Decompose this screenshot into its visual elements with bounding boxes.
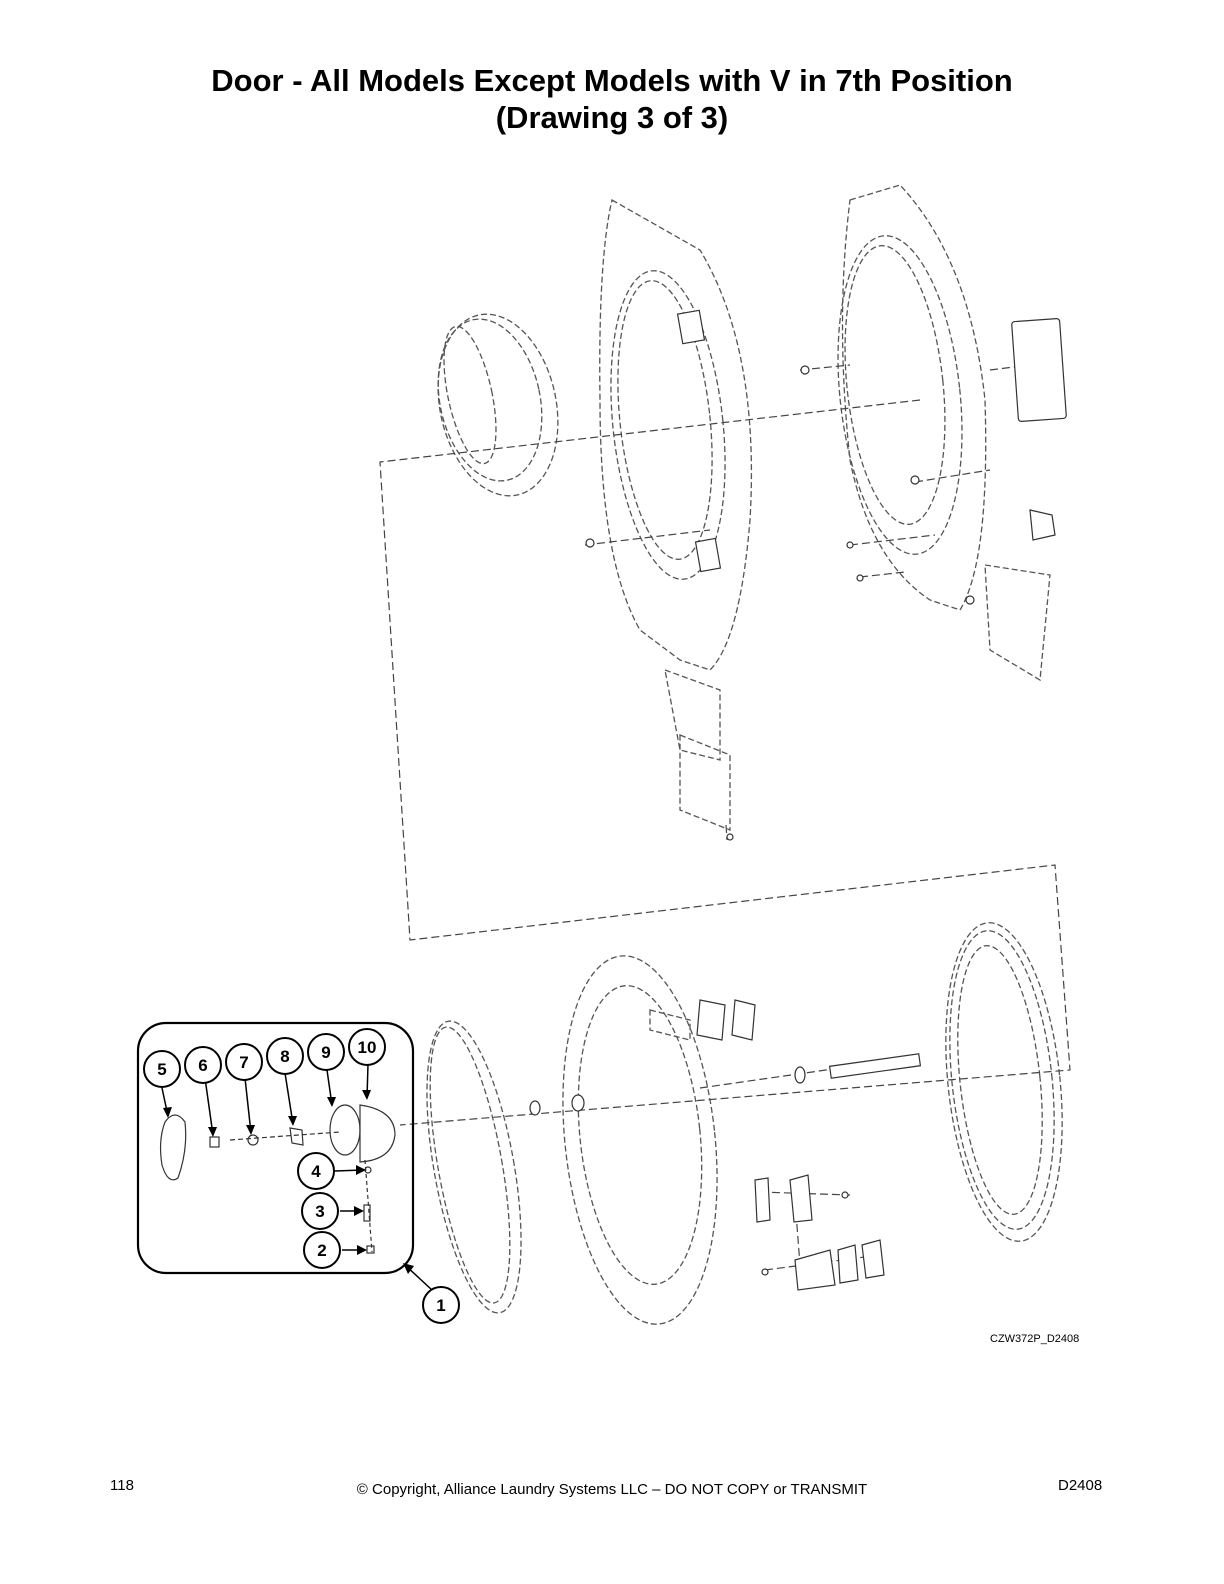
svg-text:3: 3 — [315, 1202, 324, 1221]
callout-6: 6 — [184, 1046, 222, 1084]
callout-5: 5 — [143, 1050, 181, 1088]
callout-1: 1 — [422, 1286, 460, 1324]
page-title: Door - All Models Except Models with V i… — [211, 63, 1013, 98]
callout-9: 9 — [307, 1033, 345, 1071]
svg-text:8: 8 — [280, 1047, 289, 1066]
detail-parts — [159, 1104, 396, 1254]
copyright-notice: © Copyright, Alliance Laundry Systems LL… — [356, 1481, 868, 1498]
callout-3: 3 — [301, 1192, 339, 1230]
assembly-lines — [379, 364, 1071, 1271]
door-outer-frame-part — [562, 955, 718, 1325]
svg-text:5: 5 — [157, 1060, 166, 1079]
callout-2: 2 — [303, 1231, 341, 1269]
document-id: D2408 — [1058, 1477, 1103, 1494]
detail-box — [136, 1021, 415, 1275]
callout-10: 10 — [348, 1028, 386, 1066]
svg-text:2: 2 — [317, 1241, 326, 1260]
inner-ring-part — [437, 313, 559, 497]
door-glass-ring-part — [945, 922, 1063, 1242]
svg-text:9: 9 — [321, 1043, 330, 1062]
page-subtitle: (Drawing 3 of 3) — [495, 100, 729, 135]
svg-text:7: 7 — [239, 1053, 248, 1072]
callout-7: 7 — [225, 1043, 263, 1081]
svg-text:1: 1 — [436, 1296, 445, 1315]
leader-lines — [161, 1063, 433, 1291]
callouts: 5 6 7 8 9 10 4 3 2 1 — [143, 1028, 460, 1324]
door-inner-panel-part — [599, 199, 753, 831]
svg-text:6: 6 — [198, 1056, 207, 1075]
hardware-parts — [529, 309, 1067, 1291]
callout-4: 4 — [297, 1152, 335, 1190]
page-number: 118 — [110, 1477, 134, 1494]
svg-text:10: 10 — [358, 1038, 377, 1057]
gasket-ring-part — [426, 1020, 522, 1314]
svg-text:4: 4 — [311, 1162, 321, 1181]
door-back-panel-part — [837, 184, 1051, 682]
callout-8: 8 — [266, 1037, 304, 1075]
leader-arrowheads — [163, 1090, 414, 1274]
drawing-code: CZW372P_D2408 — [990, 1333, 1080, 1345]
